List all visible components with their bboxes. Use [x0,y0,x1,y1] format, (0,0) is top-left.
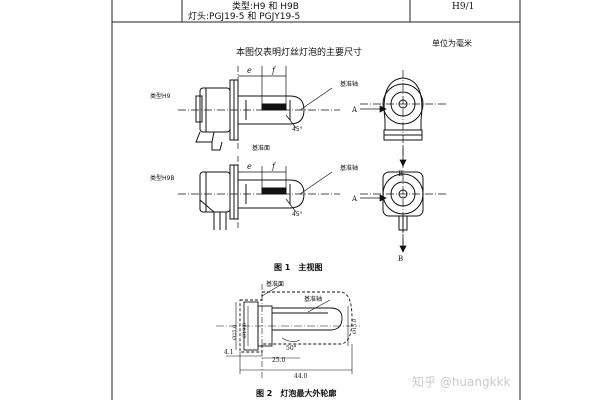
type-h9b-label: 类型H9B [150,174,174,182]
unit-note: 单位为毫米 [432,38,472,48]
view-b-label-h9b: B [398,255,403,263]
angle-mark-h9b: 45° [292,211,303,218]
lamp-cap-line: 灯头:PGJ19-5 和 PGJY19-5 [188,11,300,22]
fig2-caption: 图 2 灯泡最大外轮廓 [256,388,336,398]
ref-axis-label-h9: 基准轴 [340,80,358,88]
outline-dimension-lines [216,283,360,378]
lamp-type-line: 类型:H9 和 H9B [232,0,299,12]
h9b-front-axes [360,160,446,253]
sheet-number: H9/1 [452,2,474,12]
dim-dia-19: Ø19.0 [241,323,248,338]
angle-mark-h9: 45° [292,126,303,133]
header-table [111,0,521,400]
dim-4-1: 4.1 [224,349,234,356]
dim-44: 44.0 [294,373,308,380]
dim-f-h9b: f [271,162,277,171]
h9-side-view [195,79,305,151]
ref-plane-label-fig2: 基准面 [266,280,284,288]
ref-axis-label-fig2: 基准轴 [304,295,322,303]
view-a-label-h9: A [351,106,358,114]
dim-50-deg: 50° [286,345,297,352]
max-outline-drawing [239,291,353,353]
watermark: 知乎 @huangkkk [412,375,511,389]
ref-plane-label: 基准面 [252,144,270,152]
dim-e-h9b: e [247,162,252,171]
h9-dimension-lines [178,66,340,150]
dim-e-h9: e [247,66,252,75]
dim-dia-25: Ø25.0 [231,325,238,340]
type-h9-label: 类型H9 [150,92,171,100]
dim-dia-15: Ø15.0 [351,319,358,334]
diagram-title: 本图仅表明灯丝灯泡的主要尺寸 [236,46,362,58]
h9b-dimension-lines [178,156,340,230]
h9-front-axes [360,70,446,167]
h9b-side-view [199,164,305,230]
dim-f-h9: f [271,66,277,75]
dim-25: 25.0 [272,357,286,364]
ref-axis-label-h9b: 基准轴 [340,164,358,172]
view-a-label-h9b: A [351,195,358,203]
fig1-caption: 图 1 主视图 [274,262,322,272]
